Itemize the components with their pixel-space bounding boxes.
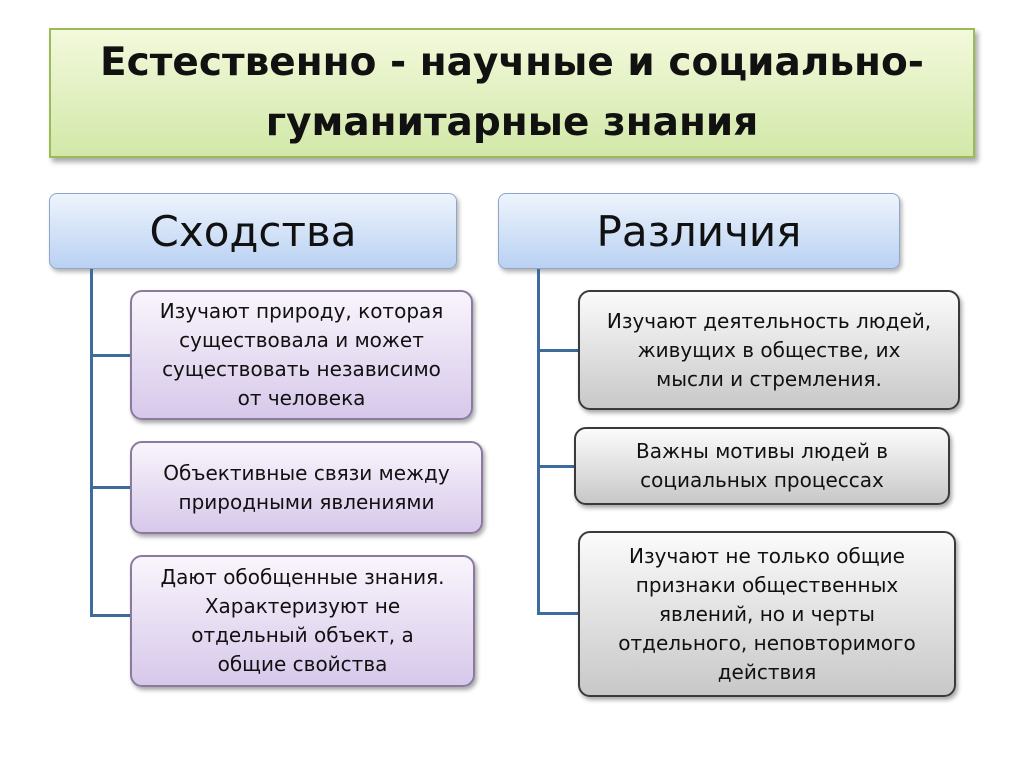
item-text: Изучают деятельность людей, живущих в об… (606, 308, 932, 391)
similarity-item: Изучают природу, которая существовала и … (130, 290, 473, 420)
difference-item: Изучают деятельность людей, живущих в об… (578, 290, 960, 410)
similarities-connector (90, 269, 93, 617)
similarities-header-text: Сходства (149, 206, 357, 256)
similarity-item: Объективные связи между природными явлен… (130, 441, 483, 534)
slide-title: Естественно - научные и социально- гуман… (49, 28, 975, 158)
connector-branch (537, 612, 578, 615)
item-text: Изучают не только общие признаки обществ… (618, 543, 916, 684)
title-text: Естественно - научные и социально- гуман… (100, 40, 924, 145)
item-text: Важны мотивы людей в социальных процесса… (635, 439, 889, 492)
item-text: Объективные связи между природными явлен… (163, 460, 450, 514)
similarity-item: Дают обобщенные знания. Характеризуют не… (130, 555, 475, 687)
differences-connector (537, 269, 540, 615)
similarities-header: Сходства (49, 193, 457, 269)
connector-branch (90, 486, 130, 489)
connector-branch (90, 614, 130, 617)
differences-header: Различия (498, 193, 900, 269)
difference-item: Изучают не только общие признаки обществ… (578, 531, 956, 697)
item-text: Дают обобщенные знания. Характеризуют не… (160, 565, 445, 676)
connector-branch (537, 349, 578, 352)
connector-branch (90, 354, 130, 357)
differences-header-text: Различия (596, 206, 802, 256)
difference-item: Важны мотивы людей в социальных процесса… (574, 427, 950, 505)
connector-branch (537, 465, 574, 468)
item-text: Изучают природу, которая существовала и … (159, 299, 444, 410)
